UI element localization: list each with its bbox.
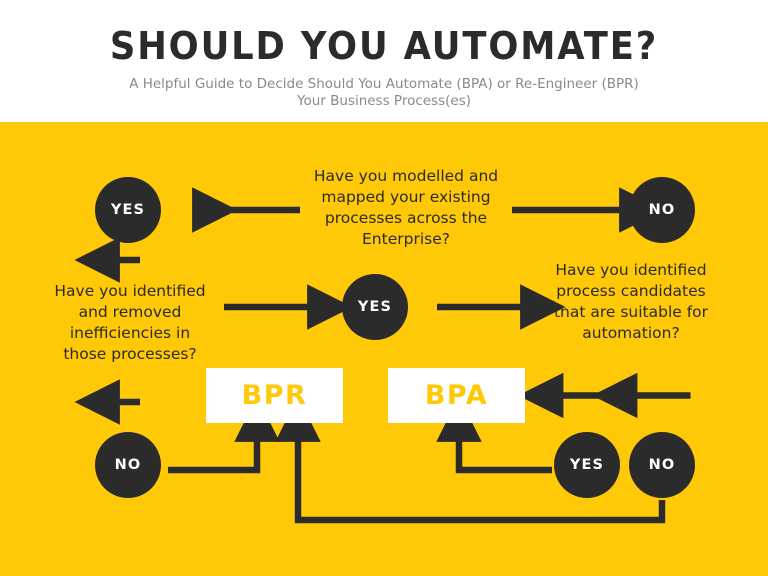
decision-q2-no[interactable]: NO	[95, 432, 161, 498]
decision-q1-no[interactable]: NO	[629, 177, 695, 243]
outcome-bpr[interactable]: BPR	[206, 368, 343, 423]
decision-q3-yes[interactable]: YES	[554, 432, 620, 498]
page-subtitle-line-1: A Helpful Guide to Decide Should You Aut…	[129, 76, 639, 92]
question-inefficiencies: Have you identified and removed ineffici…	[54, 282, 206, 363]
page-subtitle-line-2: Your Business Process(es)	[296, 93, 472, 109]
header: SHOULD YOU AUTOMATE? A Helpful Guide to …	[0, 0, 768, 122]
decision-q3-no[interactable]: NO	[629, 432, 695, 498]
page-title: SHOULD YOU AUTOMATE?	[109, 24, 659, 68]
question-automation-candidates: Have you identified process candidates t…	[553, 261, 709, 342]
decision-q1-yes[interactable]: YES	[95, 177, 161, 243]
outcome-bpa[interactable]: BPA	[388, 368, 525, 423]
decision-q2-yes[interactable]: YES	[342, 274, 408, 340]
question-modelled-mapped: Have you modelled and mapped your existi…	[313, 167, 499, 248]
page-subtitle: A Helpful Guide to Decide Should You Aut…	[0, 76, 768, 110]
